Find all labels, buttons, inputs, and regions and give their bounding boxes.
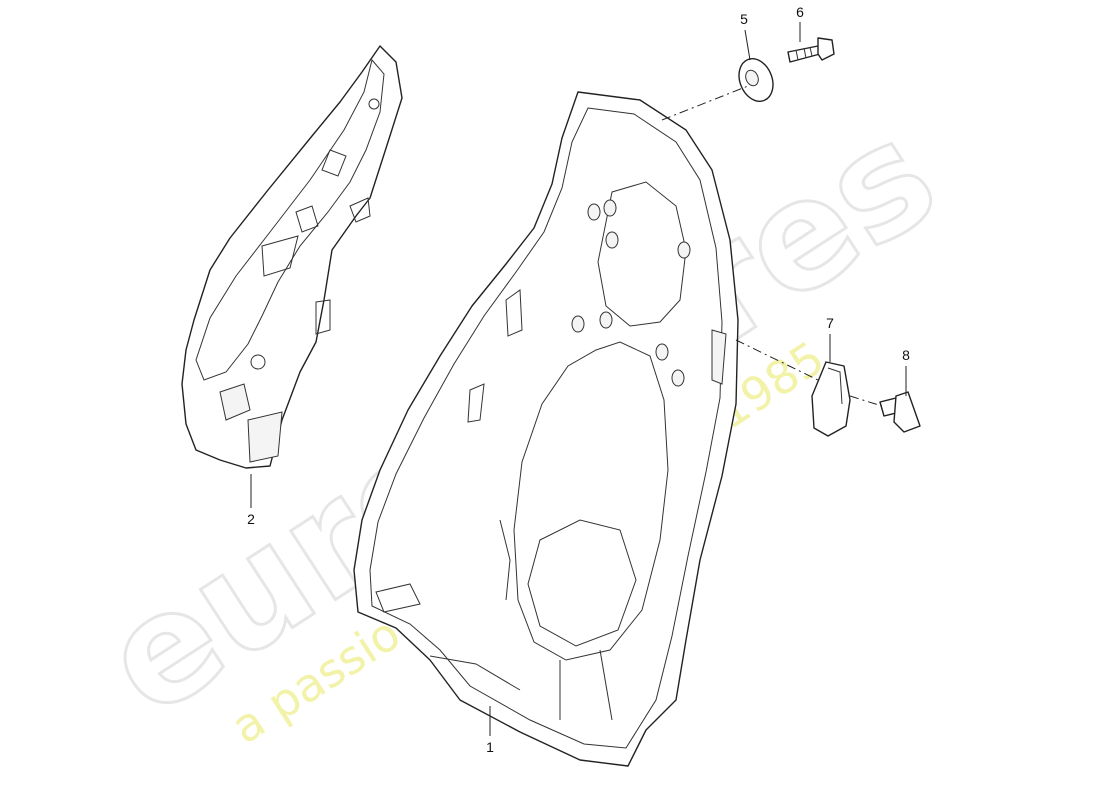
mounting-studs <box>571 199 691 387</box>
screw-part[interactable] <box>787 37 835 63</box>
callout-5: 5 <box>740 11 748 27</box>
cover-cap-part[interactable] <box>733 54 779 107</box>
leader-lines <box>250 22 907 736</box>
callout-2: 2 <box>247 511 255 527</box>
side-panel-part[interactable] <box>181 45 403 469</box>
callout-labels: 1 2 5 6 7 8 <box>247 4 910 755</box>
alignment-lines <box>661 85 883 407</box>
clip-part[interactable] <box>879 391 921 433</box>
callout-7: 7 <box>826 315 834 331</box>
callout-6: 6 <box>796 4 804 20</box>
callout-1: 1 <box>486 739 494 755</box>
callout-8: 8 <box>902 347 910 363</box>
backrest-shell-part[interactable] <box>353 91 739 767</box>
trim-cover-part[interactable] <box>811 361 851 437</box>
